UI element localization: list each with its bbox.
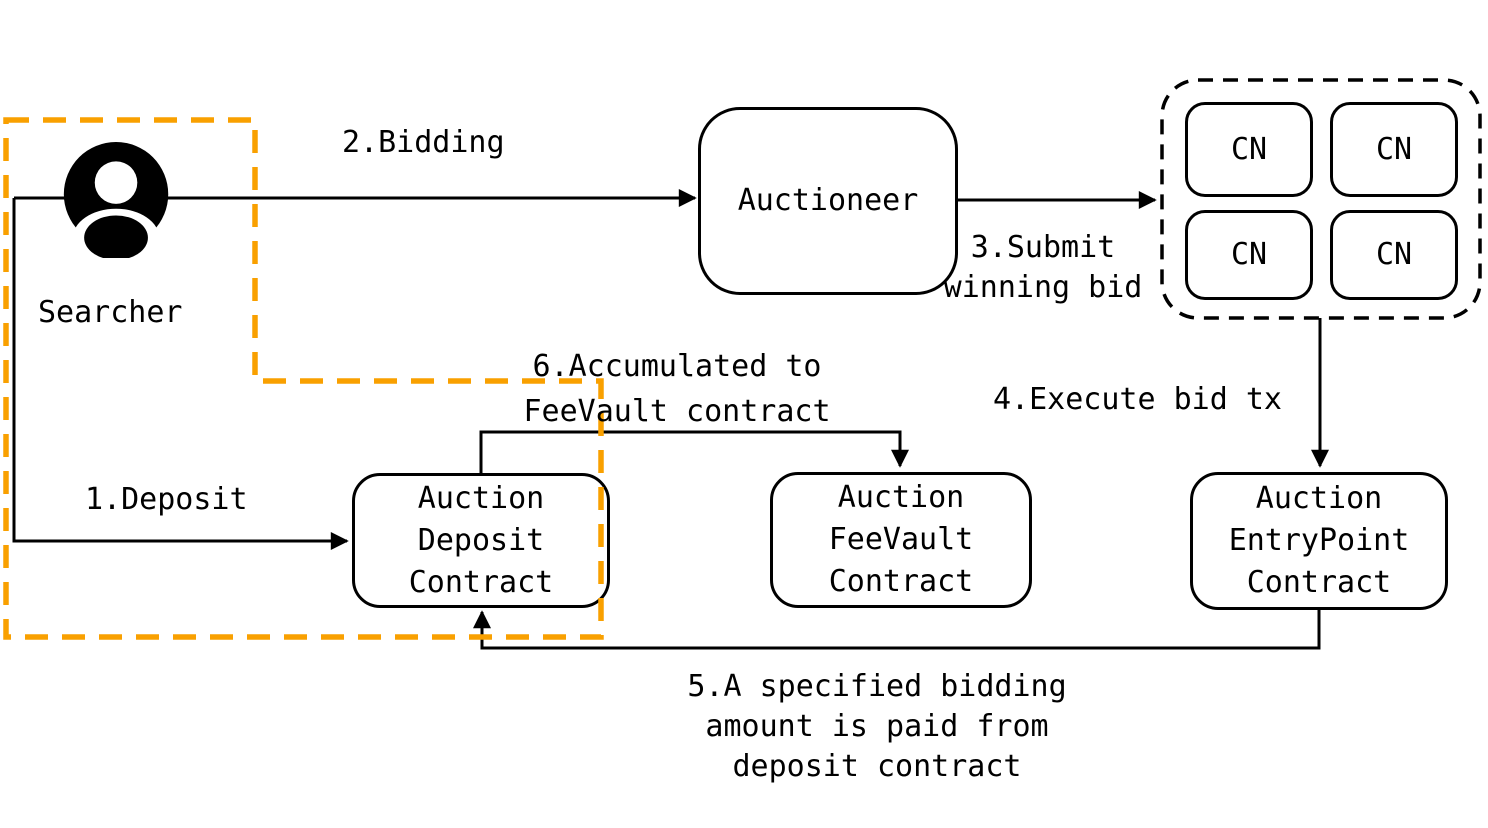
searcher-person-icon <box>52 142 182 269</box>
label-3-submit-winning-bid: 3.Submit winning bid <box>943 230 1143 305</box>
entrypoint-contract-label: Contract <box>1246 565 1392 600</box>
feevault-contract-label: FeeVault <box>828 522 974 557</box>
feevault-contract-label: Auction <box>837 480 965 515</box>
edge-accumulated-to-feevault-arrow <box>479 430 909 473</box>
cn-label: CN <box>1230 237 1268 272</box>
deposit-contract-node: Auction Deposit Contract <box>352 473 610 608</box>
feevault-contract-label: Contract <box>828 564 974 599</box>
cn-label: CN <box>1375 237 1413 272</box>
label-2-bidding: 2.Bidding <box>342 125 505 160</box>
cn-label: CN <box>1230 131 1268 167</box>
edge-paid-from-deposit-arrow <box>473 610 1321 650</box>
label-5-paid-from-deposit: 5.A specified bidding amount is paid fro… <box>687 669 1067 784</box>
deposit-contract-label: Deposit <box>417 522 545 558</box>
cn-node: CN <box>1330 210 1458 300</box>
label-1-deposit: 1.Deposit <box>85 482 248 517</box>
cn-label: CN <box>1375 131 1413 167</box>
entrypoint-contract-label: Auction <box>1255 481 1383 516</box>
entrypoint-contract-label: EntryPoint <box>1228 523 1410 558</box>
auctioneer-node: Auctioneer <box>698 107 958 295</box>
cn-node: CN <box>1185 210 1313 300</box>
cn-node: CN <box>1185 102 1313 197</box>
auctioneer-label: Auctioneer <box>737 183 919 218</box>
label-4-execute-bid-tx: 4.Execute bid tx <box>993 382 1282 417</box>
feevault-contract-node: Auction FeeVault Contract <box>770 472 1032 608</box>
deposit-contract-label: Auction <box>417 480 545 516</box>
deposit-contract-label: Contract <box>408 564 554 600</box>
label-6-accumulated: 6.Accumulated to FeeVault contract <box>523 349 831 429</box>
searcher-label: Searcher <box>38 295 183 330</box>
cn-node: CN <box>1330 102 1458 197</box>
entrypoint-contract-node: Auction EntryPoint Contract <box>1190 472 1448 610</box>
